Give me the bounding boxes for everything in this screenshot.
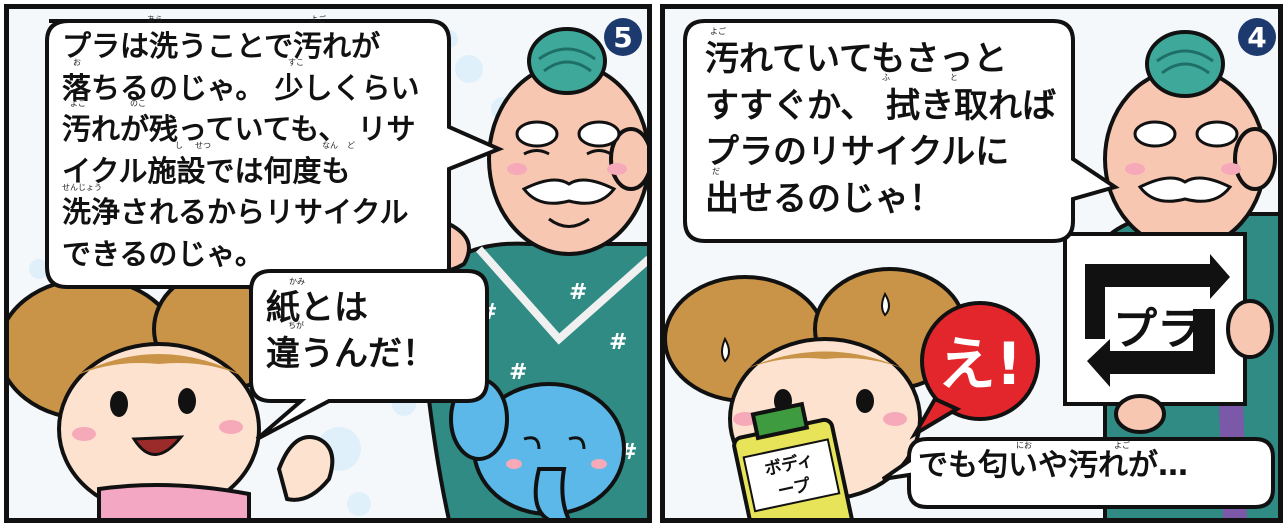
speech-line: プラのリサイクルに — [705, 132, 1010, 172]
panel-4: #### 4 プラ — [660, 4, 1283, 523]
ruby: ど — [347, 141, 355, 150]
speech-line: 汚れていてもさっと — [705, 39, 1008, 79]
girl-towel — [97, 483, 251, 518]
speech-line: すすぐか、 拭き取れば — [705, 85, 1057, 126]
ruby: なん — [322, 141, 338, 150]
reply-line: 紙とは — [266, 288, 368, 328]
ruby: にお — [1016, 441, 1032, 450]
panel-5-number: 5 — [613, 21, 632, 54]
speech-bottom-text: でも匂いや汚れが… — [918, 448, 1188, 483]
speech-line: 汚れが残っていても、 リサ — [62, 112, 416, 146]
ruby: ふ — [882, 73, 890, 82]
reply-line: 違うんだ！ — [266, 334, 436, 374]
speech-right-text: 汚れていてもさっと すすぐか、 拭き取れば プラのリサイクルに 出せるのじゃ！ — [705, 36, 1056, 222]
ruby: だ — [712, 167, 720, 176]
panel-4-art: #### 4 プラ — [665, 18, 1278, 518]
ruby: あら — [147, 15, 163, 24]
ruby: せつ — [195, 141, 211, 150]
ruby: ちが — [288, 321, 304, 330]
soap-bottle: ボディ ープ — [732, 401, 854, 518]
speech-line: 洗浄されるからリサイクル — [62, 195, 409, 229]
ruby: かみ — [289, 277, 305, 286]
ruby: のこ — [130, 99, 146, 108]
speech-bubble-right — [683, 19, 1120, 243]
speech-bubble-reply — [249, 269, 489, 441]
svg-text:#: # — [609, 330, 627, 355]
ruby: よご — [310, 15, 326, 24]
panel-5-art: ### ### ## 5 — [9, 18, 647, 518]
speech-line: 出せるのじゃ！ — [705, 178, 943, 219]
ruby: よご — [1114, 441, 1130, 450]
exclaim-text: え! — [938, 330, 1022, 398]
panel-4-number: 4 — [1247, 21, 1266, 54]
ruby: お — [73, 58, 81, 67]
speech-line: プラは洗うことで汚れが — [62, 29, 381, 63]
speech-line: できるのじゃ。 — [62, 236, 264, 271]
speech-line: イクル施設では何度も — [62, 153, 351, 188]
ruby: よご — [70, 99, 86, 108]
speech-reply-text: 紙とは 違うんだ！ — [266, 285, 436, 377]
panel-5-badge — [604, 18, 642, 56]
ruby: し — [175, 141, 183, 150]
speech-bubble-bottom — [881, 437, 1275, 509]
ruby: せんじょう — [62, 183, 102, 192]
speech-main-text: プラは洗うことで汚れが 落ちるのじゃ。 少しくらい 汚れが残っていても、 リサ … — [62, 26, 420, 275]
speech-line: 落ちるのじゃ。 少しくらい — [62, 70, 420, 105]
panel-5: ### ### ## 5 — [4, 4, 652, 523]
ruby: と — [950, 73, 958, 82]
svg-text:#: # — [509, 360, 527, 385]
svg-text:#: # — [569, 280, 587, 305]
ruby: よご — [710, 27, 726, 36]
recycle-mark-label: プラ — [1113, 304, 1201, 355]
ruby: すこ — [288, 58, 304, 67]
exclaim-bubble — [920, 301, 1040, 421]
